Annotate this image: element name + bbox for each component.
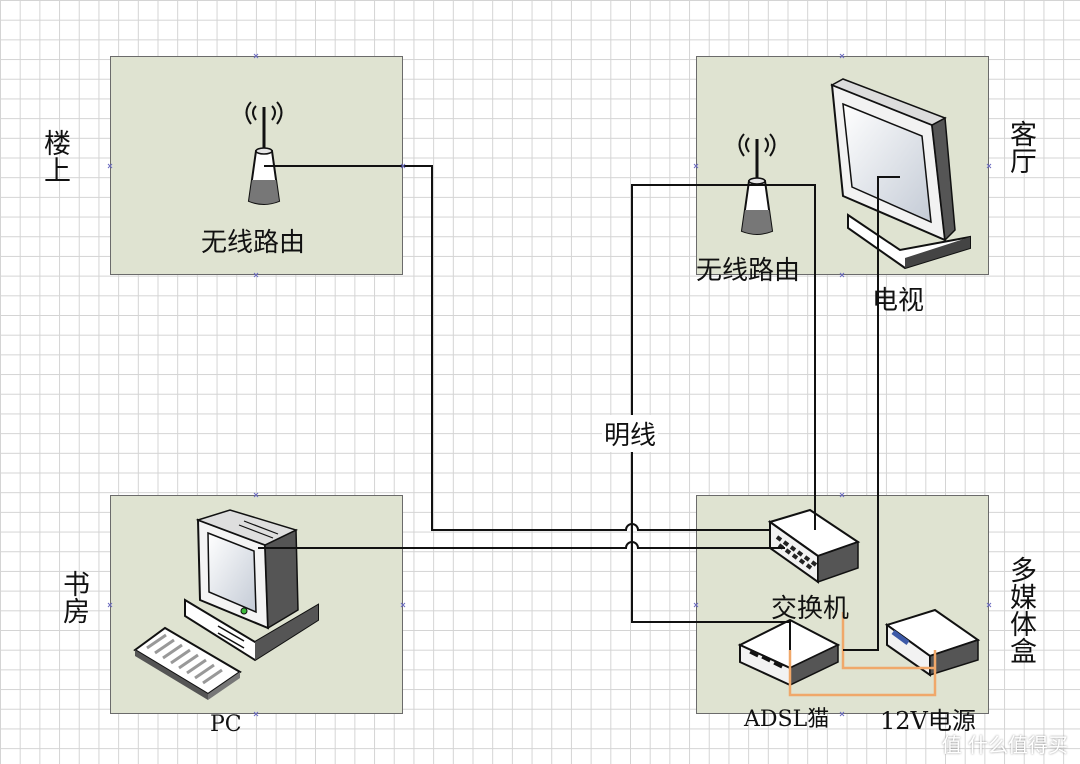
switch-icon: [767, 508, 861, 584]
room-label-media-box: 多媒体盒: [1004, 556, 1036, 664]
cable-upstairs-router-to-switch: [264, 165, 770, 531]
watermark: 值 什么值得买: [941, 733, 1068, 757]
room-label-upstairs-text: 楼上: [39, 129, 70, 183]
power-supply-label: 12V电源: [880, 707, 976, 735]
cable-tv-to-modem: [843, 176, 900, 651]
tv-icon: [830, 78, 971, 270]
room-label-study: 书房: [57, 570, 89, 624]
router-living-label: 无线路由: [696, 256, 801, 286]
pc-icon: [133, 509, 319, 700]
room-label-upstairs: 楼上: [38, 129, 70, 183]
router-upstairs-icon: [245, 101, 283, 205]
cable-living-router-to-switch: [757, 184, 816, 530]
cable-exposed-wire: [631, 184, 791, 650]
power-supply-icon: [884, 608, 981, 677]
switch-label: 交换机: [771, 594, 850, 624]
room-label-living: 客厅: [1004, 120, 1036, 174]
cable-label: 明线: [602, 415, 659, 452]
power-cable: [788, 650, 937, 697]
router-upstairs-label: 无线路由: [201, 228, 306, 258]
room-label-living-text: 客厅: [1005, 120, 1036, 174]
adsl-modem-label: ADSL猫: [744, 707, 830, 732]
router-living-icon: [738, 133, 776, 235]
room-label-media-box-text: 多媒体盒: [1005, 556, 1036, 664]
connection-markers: [107, 53, 992, 717]
power-cable: [841, 612, 935, 670]
pc-label: PC: [210, 712, 242, 737]
cable-pc-to-switch: [258, 541, 785, 549]
room-label-study-text: 书房: [58, 570, 89, 624]
tv-label: 电视: [872, 286, 925, 316]
